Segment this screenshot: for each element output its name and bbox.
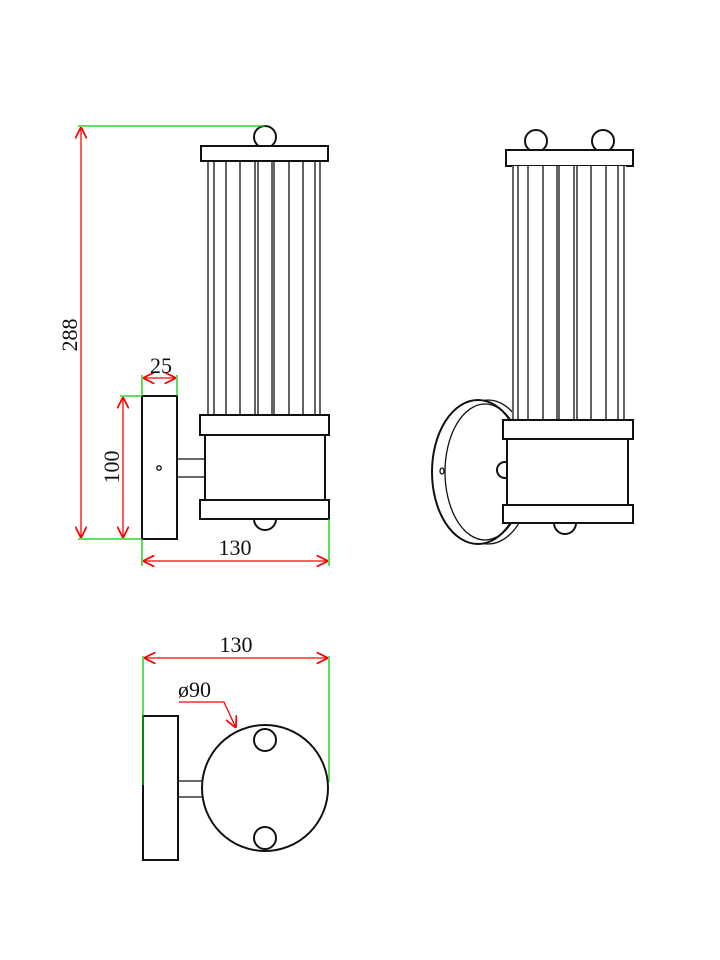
wall-plate — [142, 715, 179, 861]
screw-hole — [439, 467, 445, 475]
plate-height-label: 100 — [99, 451, 124, 484]
glass-rods — [512, 166, 625, 420]
finial — [253, 728, 277, 752]
top-finial — [591, 129, 615, 153]
lamp-body — [204, 434, 326, 501]
top-finial — [253, 125, 277, 149]
top-cap — [505, 149, 634, 167]
bottom-band — [502, 504, 634, 524]
middle-band — [502, 419, 634, 440]
top-finial — [524, 129, 548, 153]
arm — [178, 780, 204, 798]
wall-plate — [141, 395, 178, 540]
bottom-view: 130 ø90 — [142, 632, 330, 861]
perspective-view — [431, 129, 634, 545]
side-view: 288 100 25 130 — [57, 125, 330, 566]
finial — [253, 826, 277, 850]
depth-label: 130 — [219, 535, 252, 560]
glass-rods — [207, 161, 321, 415]
depth-label: 130 — [220, 632, 253, 657]
diameter-leader — [179, 701, 236, 728]
plate-width-label: 25 — [150, 353, 172, 378]
height-label: 288 — [57, 319, 82, 352]
lamp-body-circle — [201, 724, 329, 852]
arm — [177, 458, 205, 478]
screw-hole — [156, 465, 162, 471]
middle-band — [199, 414, 330, 436]
top-cap — [200, 145, 329, 162]
lamp-body — [506, 438, 629, 506]
diameter-label: ø90 — [178, 677, 211, 702]
bottom-band — [199, 499, 330, 520]
